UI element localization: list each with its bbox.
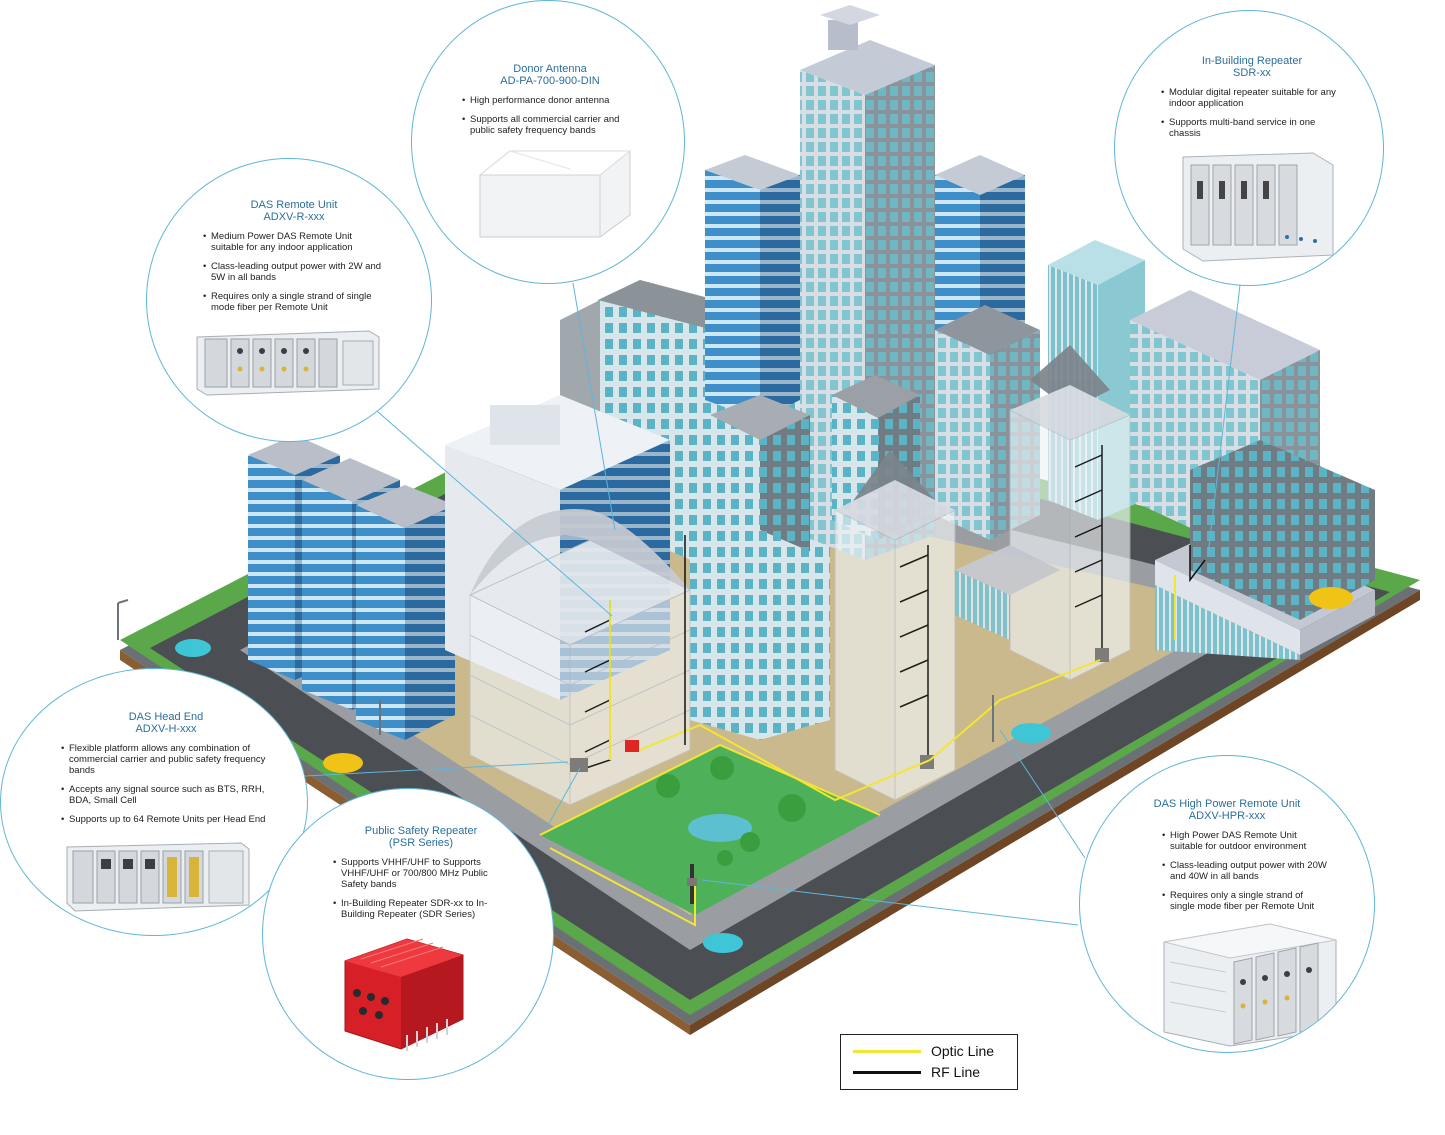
callout-public-safety-repeater: Public Safety Repeater (PSR Series) Supp… xyxy=(262,788,554,1080)
das-high-power-remote-unit-bullets: High Power DAS Remote Unit suitable for … xyxy=(1162,830,1328,912)
callout-das-remote-unit: DAS Remote Unit ADXV-R-xxx Medium Power … xyxy=(146,158,432,442)
das-building-left xyxy=(468,509,692,806)
callout-donor-antenna: Donor Antenna AD-PA-700-900-DIN High per… xyxy=(411,0,685,284)
das-head-end-product-image xyxy=(66,842,250,912)
legend-item-rf-line: RF Line xyxy=(853,1062,980,1082)
das-high-power-remote-unit-model: ADXV-HPR-xxx xyxy=(1188,810,1266,822)
das-head-end-bullet-2: Accepts any signal source such as BTS, R… xyxy=(61,784,271,806)
towers-blue-left xyxy=(248,435,455,740)
donor-antenna-bullet-1: High performance donor antenna xyxy=(462,95,638,106)
callout-das-head-end: DAS Head End ADXV-H-xxx Flexible platfor… xyxy=(0,668,308,936)
donor-antenna-title: Donor Antenna xyxy=(513,63,587,75)
public-safety-repeater-product-image xyxy=(344,938,464,1051)
das-remote-unit-model: ADXV-R-xxx xyxy=(263,211,325,223)
in-building-repeater-title: In-Building Repeater xyxy=(1201,55,1303,67)
in-building-repeater-bullet-1: Modular digital repeater suitable for an… xyxy=(1161,87,1343,109)
donor-antenna-bullets: High performance donor antenna Supports … xyxy=(462,95,638,136)
optic-line-network xyxy=(639,575,1176,802)
das-building-right xyxy=(955,345,1131,681)
park xyxy=(539,743,881,927)
optic-line-label: Optic Line xyxy=(931,1043,995,1059)
public-safety-repeater-bullets: Supports VHHF/UHF to Supports VHHF/UHF o… xyxy=(333,857,509,920)
donor-antenna-product-image xyxy=(478,150,632,238)
public-safety-repeater-bullet-1: Supports VHHF/UHF to Supports VHHF/UHF o… xyxy=(333,857,509,890)
callout-connector-lines xyxy=(267,282,1241,926)
das-high-power-remote-unit-bullet-3: Requires only a single strand of single … xyxy=(1162,890,1328,912)
das-head-end-bullet-1: Flexible platform allows any combination… xyxy=(61,743,271,776)
das-remote-unit-bullet-3: Requires only a single strand of single … xyxy=(203,291,385,313)
public-safety-repeater-model: (PSR Series) xyxy=(388,837,454,849)
donor-antenna-bullet-2: Supports all commercial carrier and publ… xyxy=(462,114,638,136)
das-high-power-remote-unit-title: DAS High Power Remote Unit xyxy=(1153,798,1301,810)
rf-line-swatch xyxy=(853,1070,921,1074)
das-head-end-bullet-3: Supports up to 64 Remote Units per Head … xyxy=(61,814,271,825)
optic-line-swatch xyxy=(853,1049,921,1053)
das-head-end-bullets: Flexible platform allows any combination… xyxy=(61,743,271,825)
das-high-power-remote-unit-product-image xyxy=(1163,923,1337,1047)
das-remote-unit-bullets: Medium Power DAS Remote Unit suitable fo… xyxy=(203,231,385,313)
callout-in-building-repeater: In-Building Repeater SDR-xx Modular digi… xyxy=(1114,10,1384,286)
rf-line-label: RF Line xyxy=(931,1064,981,1080)
in-building-repeater-model: SDR-xx xyxy=(1233,67,1271,79)
tower-blue-left-back xyxy=(705,155,800,420)
public-safety-repeater-title: Public Safety Repeater xyxy=(364,825,478,837)
legend: Optic Line RF Line xyxy=(840,1034,1018,1090)
cars xyxy=(175,587,1353,953)
donor-antenna-model: AD-PA-700-900-DIN xyxy=(500,75,600,87)
in-building-repeater-bullets: Modular digital repeater suitable for an… xyxy=(1161,87,1343,139)
public-safety-repeater-bullet-2: In-Building Repeater SDR-xx to In-Buildi… xyxy=(333,898,509,920)
das-high-power-remote-unit-bullet-1: High Power DAS Remote Unit suitable for … xyxy=(1162,830,1328,852)
das-building-center xyxy=(834,450,956,801)
das-remote-unit-product-image xyxy=(196,330,380,396)
das-remote-unit-bullet-1: Medium Power DAS Remote Unit suitable fo… xyxy=(203,231,385,253)
das-remote-unit-title: DAS Remote Unit xyxy=(250,199,338,211)
das-head-end-model: ADXV-H-xxx xyxy=(135,723,197,735)
das-head-end-title: DAS Head End xyxy=(128,711,204,723)
in-building-repeater-bullet-2: Supports multi-band service in one chass… xyxy=(1161,117,1343,139)
tower-teal-middle xyxy=(690,395,830,740)
das-high-power-remote-unit-bullet-2: Class-leading output power with 20W and … xyxy=(1162,860,1328,882)
rf-line-network xyxy=(684,535,1206,745)
legend-item-optic-line: Optic Line xyxy=(853,1041,994,1061)
street-lamps xyxy=(117,599,994,742)
das-remote-unit-bullet-2: Class-leading output power with 2W and 5… xyxy=(203,261,385,283)
callout-das-high-power-remote-unit: DAS High Power Remote Unit ADXV-HPR-xxx … xyxy=(1079,755,1375,1053)
in-building-repeater-product-image xyxy=(1182,152,1334,262)
